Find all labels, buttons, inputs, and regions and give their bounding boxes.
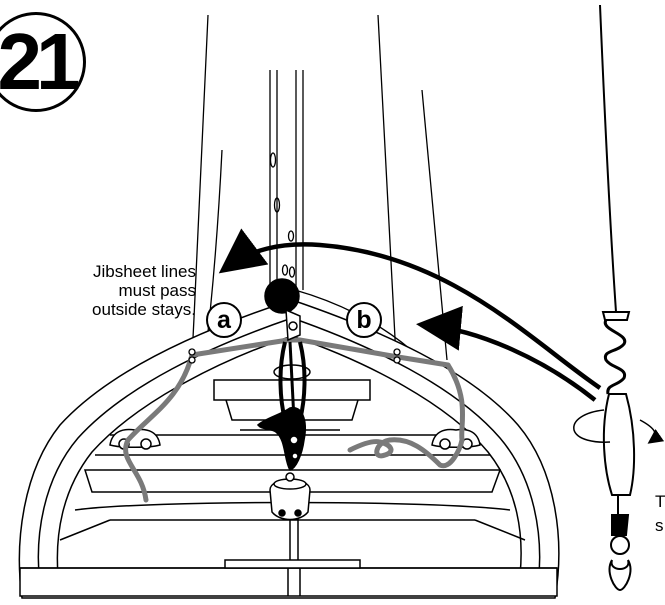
mast bbox=[269, 70, 421, 359]
step-number-badge: 21 bbox=[0, 12, 86, 112]
right-cleat bbox=[431, 428, 481, 450]
note-line-3: outside stays. bbox=[92, 300, 196, 319]
arrow-left bbox=[218, 228, 602, 390]
arrow-right bbox=[416, 305, 597, 402]
cut-off-text-line-1: T bbox=[655, 492, 665, 511]
jib-sheets bbox=[123, 337, 466, 503]
routing-arrows bbox=[218, 228, 602, 402]
left-sail-edge bbox=[191, 14, 209, 359]
mast-ball bbox=[264, 278, 300, 314]
cut-off-text-line-2: s bbox=[655, 516, 664, 535]
note-line-2: must pass bbox=[118, 281, 196, 300]
jib-hardware bbox=[256, 278, 311, 521]
callout-a: a bbox=[206, 302, 242, 338]
halyard bbox=[599, 4, 636, 592]
callout-b: b bbox=[346, 302, 382, 338]
note-line-1: Jibsheet lines bbox=[92, 262, 196, 281]
right-sail-edge bbox=[377, 14, 397, 359]
right-shroud bbox=[421, 89, 448, 361]
rotation-indicator bbox=[573, 409, 665, 444]
tack-rings bbox=[188, 348, 401, 364]
